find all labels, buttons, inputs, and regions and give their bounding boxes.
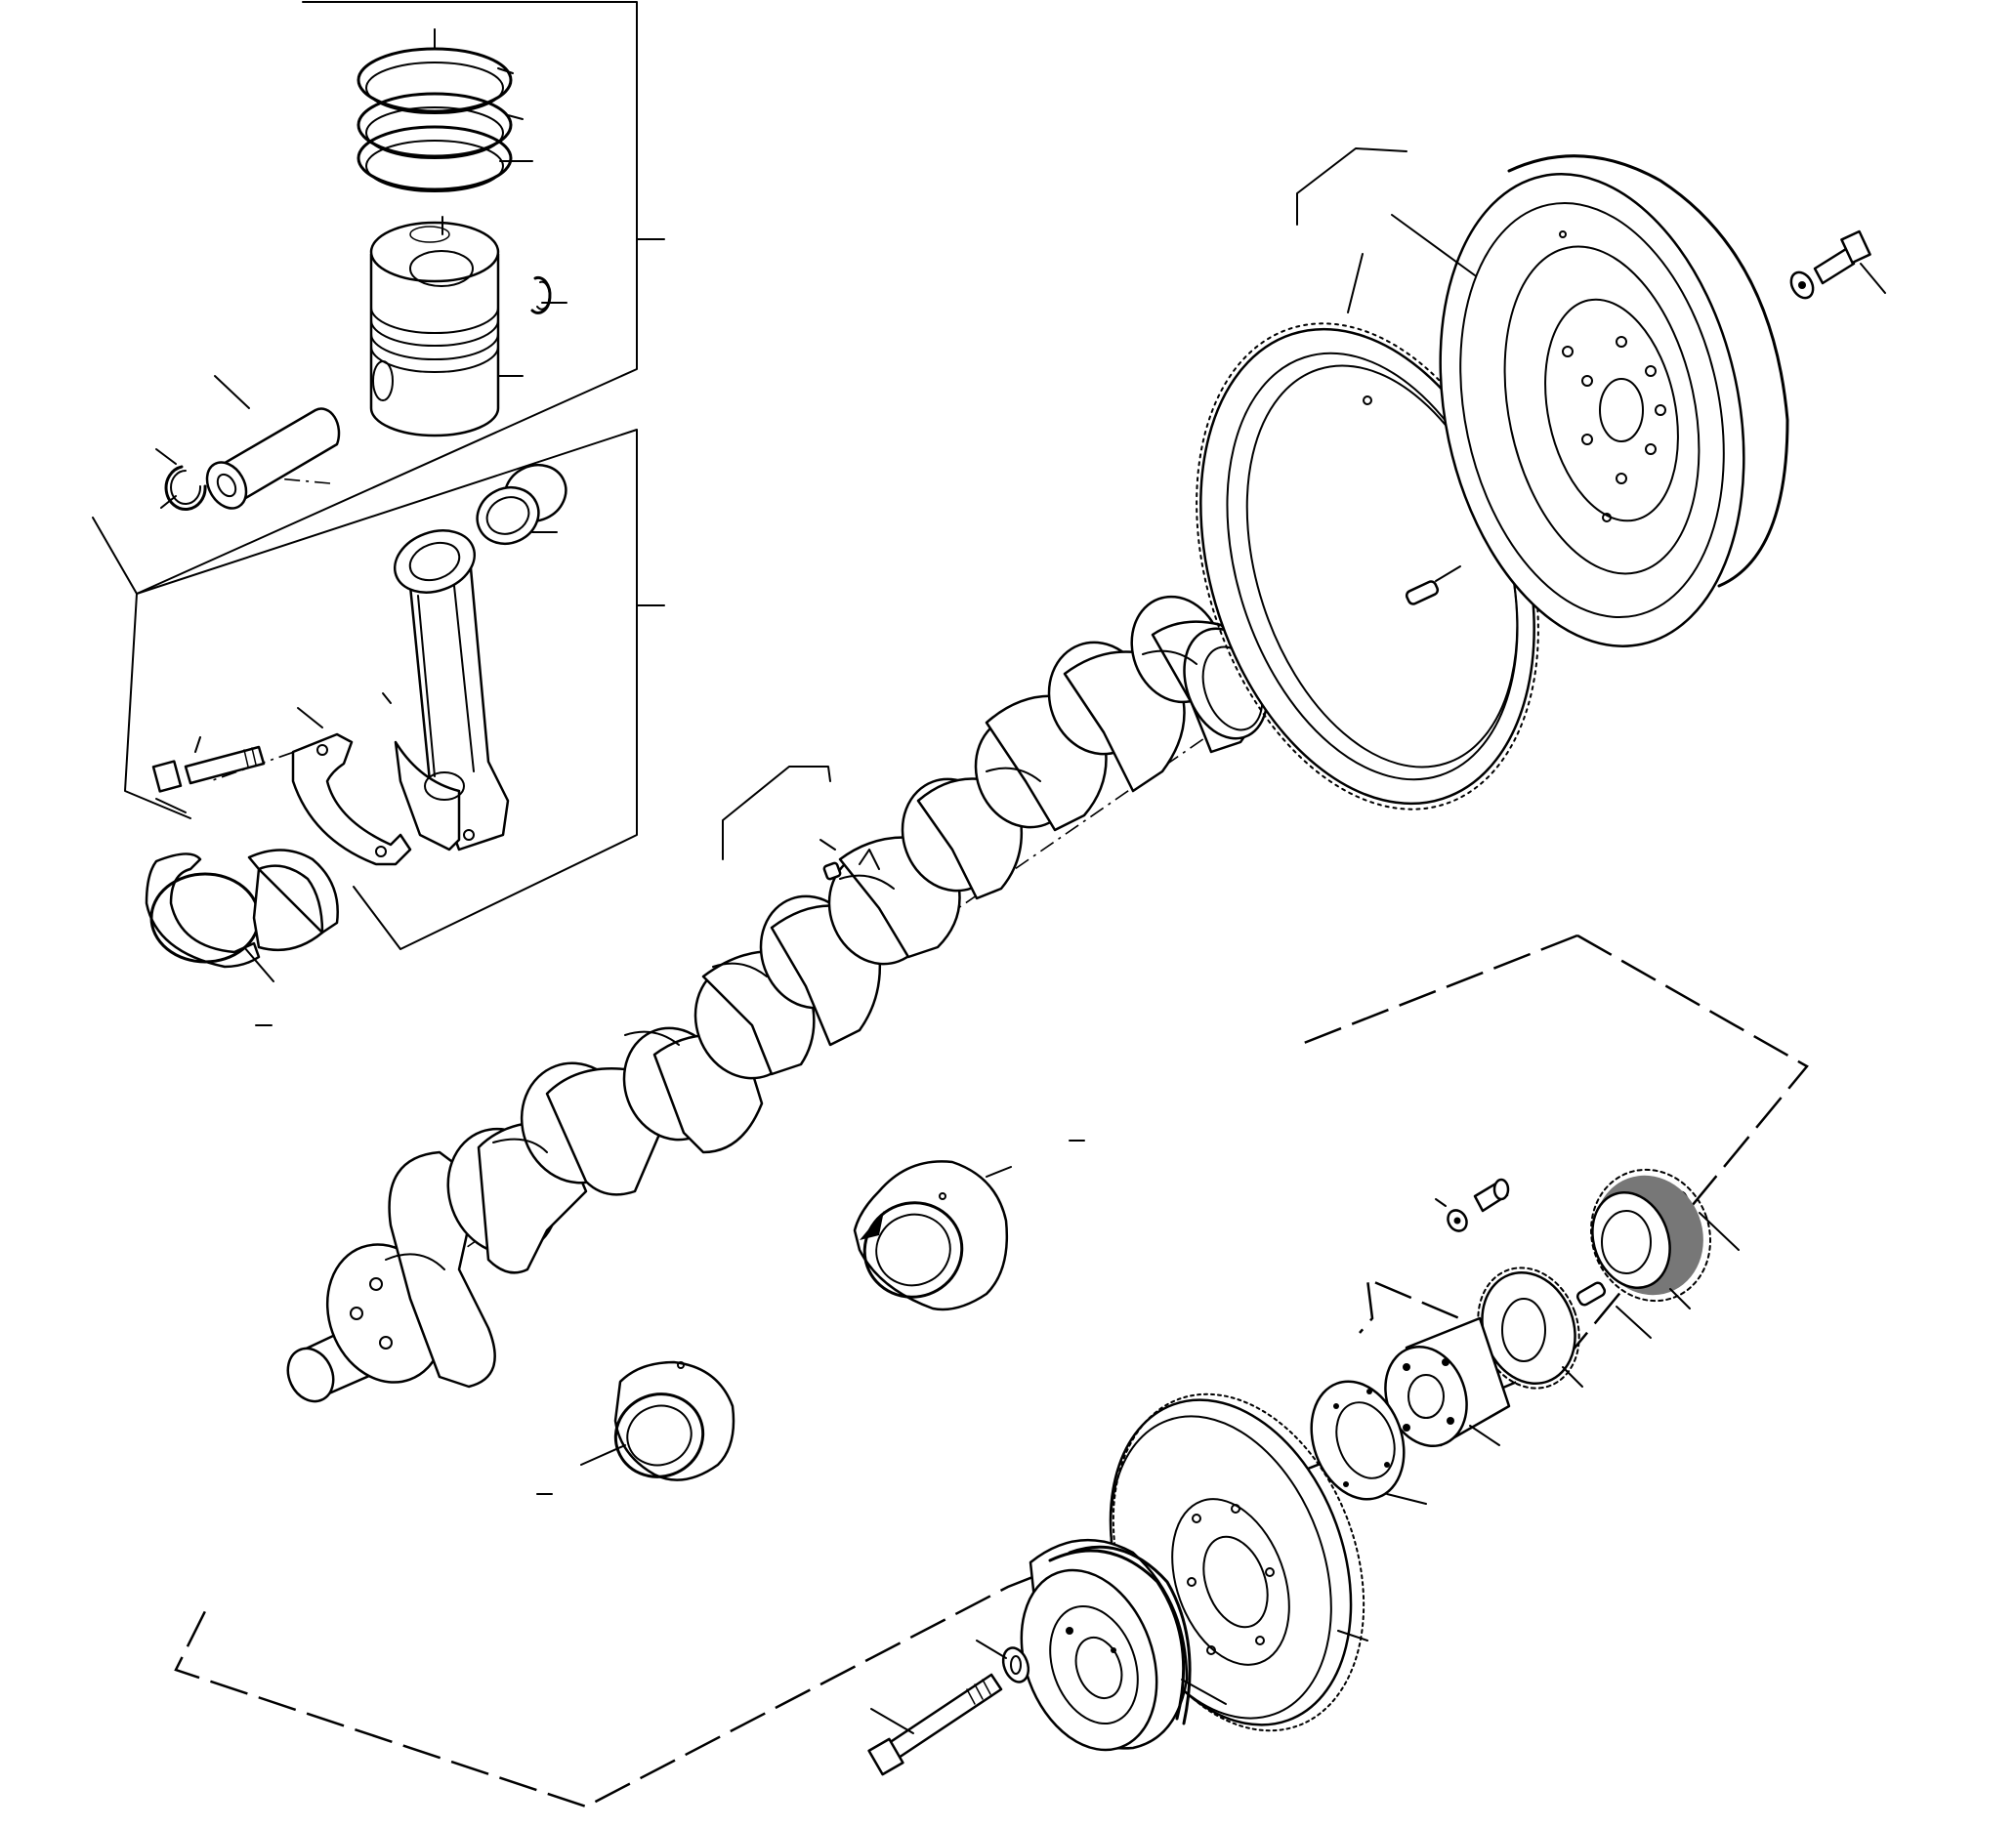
spacer bbox=[1372, 1318, 1509, 1458]
group-bracket-conrod bbox=[125, 430, 664, 949]
rod-cap bbox=[293, 708, 410, 864]
group-bracket-piston bbox=[93, 2, 664, 594]
piston bbox=[371, 217, 523, 436]
main-bearing-shell-upper bbox=[852, 1141, 1084, 1310]
circlip-right bbox=[532, 277, 567, 312]
pulley-bolt bbox=[869, 1675, 1001, 1774]
flywheel-bolt bbox=[1815, 231, 1885, 293]
main-bearing-shell-lower bbox=[537, 1362, 734, 1494]
group-bracket-flywheel bbox=[1297, 148, 1407, 225]
small-end-bush bbox=[468, 455, 575, 554]
gear-screw bbox=[1436, 1180, 1508, 1234]
rod-bearing-shells bbox=[147, 850, 338, 1025]
flywheel bbox=[1392, 145, 1787, 675]
flywheel-dowel bbox=[1406, 566, 1460, 605]
rod-bolt bbox=[153, 737, 264, 812]
pulley-washer bbox=[977, 1641, 1032, 1685]
connecting-rod bbox=[383, 519, 508, 850]
crankshaft bbox=[279, 584, 1281, 1409]
adapter-plate bbox=[1296, 1368, 1426, 1512]
crank-dowel bbox=[820, 840, 841, 880]
piston-pin bbox=[199, 376, 339, 516]
crank-pulley bbox=[997, 1540, 1226, 1768]
circlip-left bbox=[156, 449, 205, 510]
flywheel-washer bbox=[1786, 269, 1817, 302]
group-bracket-crankshaft bbox=[723, 767, 830, 859]
idler-gear bbox=[1573, 1153, 1728, 1318]
piston-ring-set bbox=[358, 29, 532, 191]
